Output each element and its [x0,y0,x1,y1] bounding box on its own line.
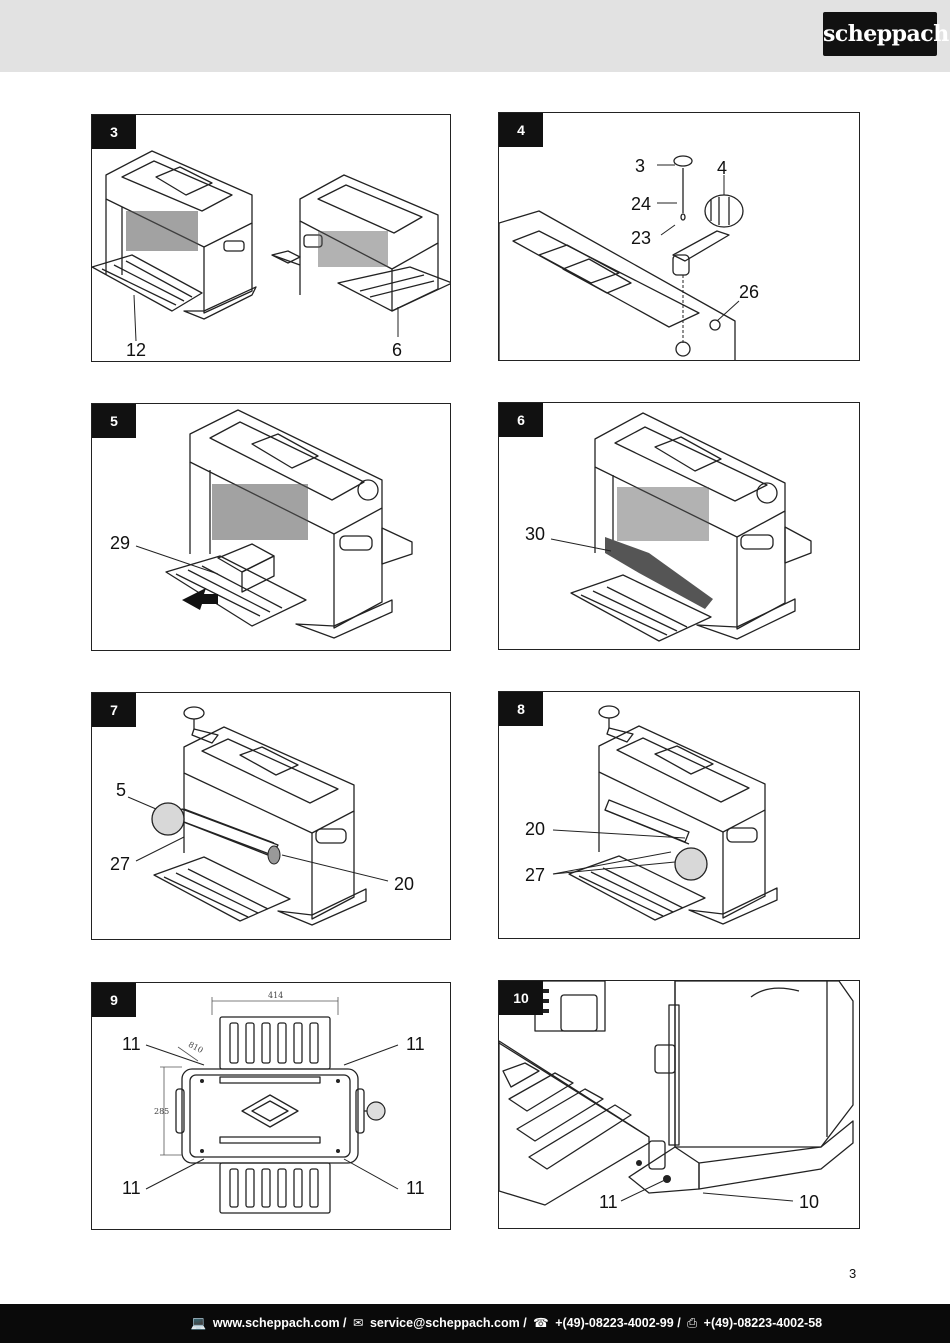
callout-12: 12 [126,340,147,360]
figure-8-panel: 8 20 27 [498,691,860,939]
base-mounting-detail-illustration [499,981,854,1206]
chip-deflector-illustration [550,412,812,642]
callout-20: 20 [394,874,415,894]
figure-number: 7 [92,693,136,727]
callout-3: 3 [635,156,646,176]
figure-9-panel: 9 [91,982,451,1230]
cutter-shaft-removal-illustration-8 [552,705,778,925]
crank-assembly-illustration [499,155,744,360]
phone-number: +(49)-08223-4002-99 [555,1316,674,1330]
callout-4: 4 [717,158,728,178]
website-link[interactable]: www.scheppach.com [212,1316,340,1330]
separator: / [673,1316,685,1330]
separator: / [339,1316,350,1330]
scheppach-logo: scheppach [823,12,949,56]
dimension-width: 414 [268,991,284,1000]
callout-6: 6 [392,340,403,360]
fax-icon: ⎙ [687,1316,698,1330]
callout-24: 24 [631,194,652,214]
figure-number: 6 [499,403,543,437]
callout-11: 11 [599,1192,618,1212]
figure-7-panel: 7 5 27 20 [91,692,451,940]
figure-number: 3 [92,115,136,149]
callout-11-bottom-right: 11 [406,1178,425,1198]
figure-number: 8 [499,692,543,726]
figure-4-panel: 4 3 4 24 [498,112,860,361]
mounting-dimensions-top-view [145,997,399,1214]
callout-23: 23 [631,228,652,248]
phone-icon: ☎ [533,1316,549,1330]
figure-5-panel: 5 29 [91,403,451,651]
figure-number: 9 [92,983,136,1017]
chip-chute-removal-illustration [135,409,413,639]
figure-number: 4 [499,113,543,147]
page-number: 3 [849,1266,857,1281]
callout-11-bottom-left: 11 [122,1178,141,1198]
email-link[interactable]: service@scheppach.com [369,1316,520,1330]
cutter-shaft-removal-illustration-7 [127,706,389,926]
callout-29: 29 [110,533,131,553]
computer-icon: 💻 [190,1316,207,1330]
callout-26: 26 [739,282,760,302]
mail-icon: ✉ [353,1316,364,1330]
figure-number: 10 [499,981,543,1015]
planer-illustration-front-back [92,150,450,342]
callout-27: 27 [525,865,546,885]
callout-27: 27 [110,854,131,874]
callout-20: 20 [525,819,546,839]
page-header-band: scheppach [0,0,950,72]
callout-11-top-left: 11 [122,1034,141,1054]
callout-11-top-right: 11 [406,1034,425,1054]
figure-3-panel: 3 [91,114,451,362]
figure-6-panel: 6 30 [498,402,860,650]
separator: / [519,1316,531,1330]
contact-footer: 💻 www.scheppach.com / ✉ service@scheppac… [0,1304,950,1343]
figure-10-panel: 10 [498,980,860,1229]
callout-10: 10 [799,1192,820,1212]
fax-number: +(49)-08223-4002-58 [703,1316,823,1330]
callout-30: 30 [525,524,546,544]
dimension-depth: 285 [154,1107,170,1116]
figure-number: 5 [92,404,136,438]
callout-5: 5 [116,780,127,800]
